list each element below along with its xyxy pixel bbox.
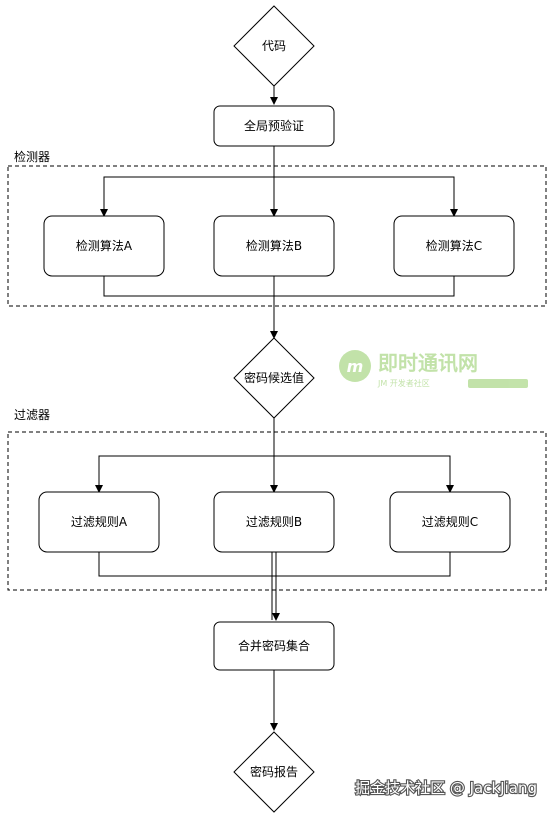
node-preverify-label: 全局预验证 [244,118,304,133]
detector-group-label: 检测器 [14,149,50,164]
node-detect-a: 检测算法A [43,215,165,277]
node-start: 代码 [233,5,315,87]
node-detect-b-label: 检测算法B [246,238,302,253]
node-candidate-label: 密码候选值 [244,370,304,385]
logo-subtitle: JM 开发者社区 [377,378,430,388]
node-filter-c: 过滤规则C [389,491,511,553]
credit-watermark: 掘金技术社区 @ JackJiang [355,779,537,797]
node-detect-c-label: 检测算法C [426,238,482,253]
node-start-label: 代码 [262,39,286,53]
node-filter-a: 过滤规则A [38,491,160,553]
edge-branch-filter-ac [98,455,451,492]
watermark-logo: m 即时通讯网 JM 开发者社区 [339,350,528,388]
node-report: 密码报告 [233,731,315,813]
node-detect-a-label: 检测算法A [76,238,133,253]
node-filter-b: 过滤规则B [213,491,335,553]
edge-branch-detect-ac [103,176,455,216]
node-filter-c-label: 过滤规则C [422,514,478,529]
node-preverify: 全局预验证 [213,105,335,147]
node-detect-c: 检测算法C [393,215,515,277]
logo-tag-bar [468,379,528,388]
filter-group-box [7,431,547,591]
node-detect-b: 检测算法B [213,215,335,277]
detector-group-box [7,165,547,307]
edge-merge-filter [98,552,451,577]
edge-merge-detect [103,276,455,297]
node-report-label: 密码报告 [250,764,298,779]
filter-group-label: 过滤器 [14,408,50,422]
node-filter-b-label: 过滤规则B [246,514,302,529]
node-merge-label: 合并密码集合 [238,638,310,653]
logo-badge-icon [339,350,371,382]
node-merge: 合并密码集合 [213,621,335,671]
node-filter-a-label: 过滤规则A [71,514,128,529]
logo-title: 即时通讯网 [378,351,478,375]
node-candidate: 密码候选值 [233,337,315,419]
logo-badge-glyph-icon: m [347,357,364,376]
